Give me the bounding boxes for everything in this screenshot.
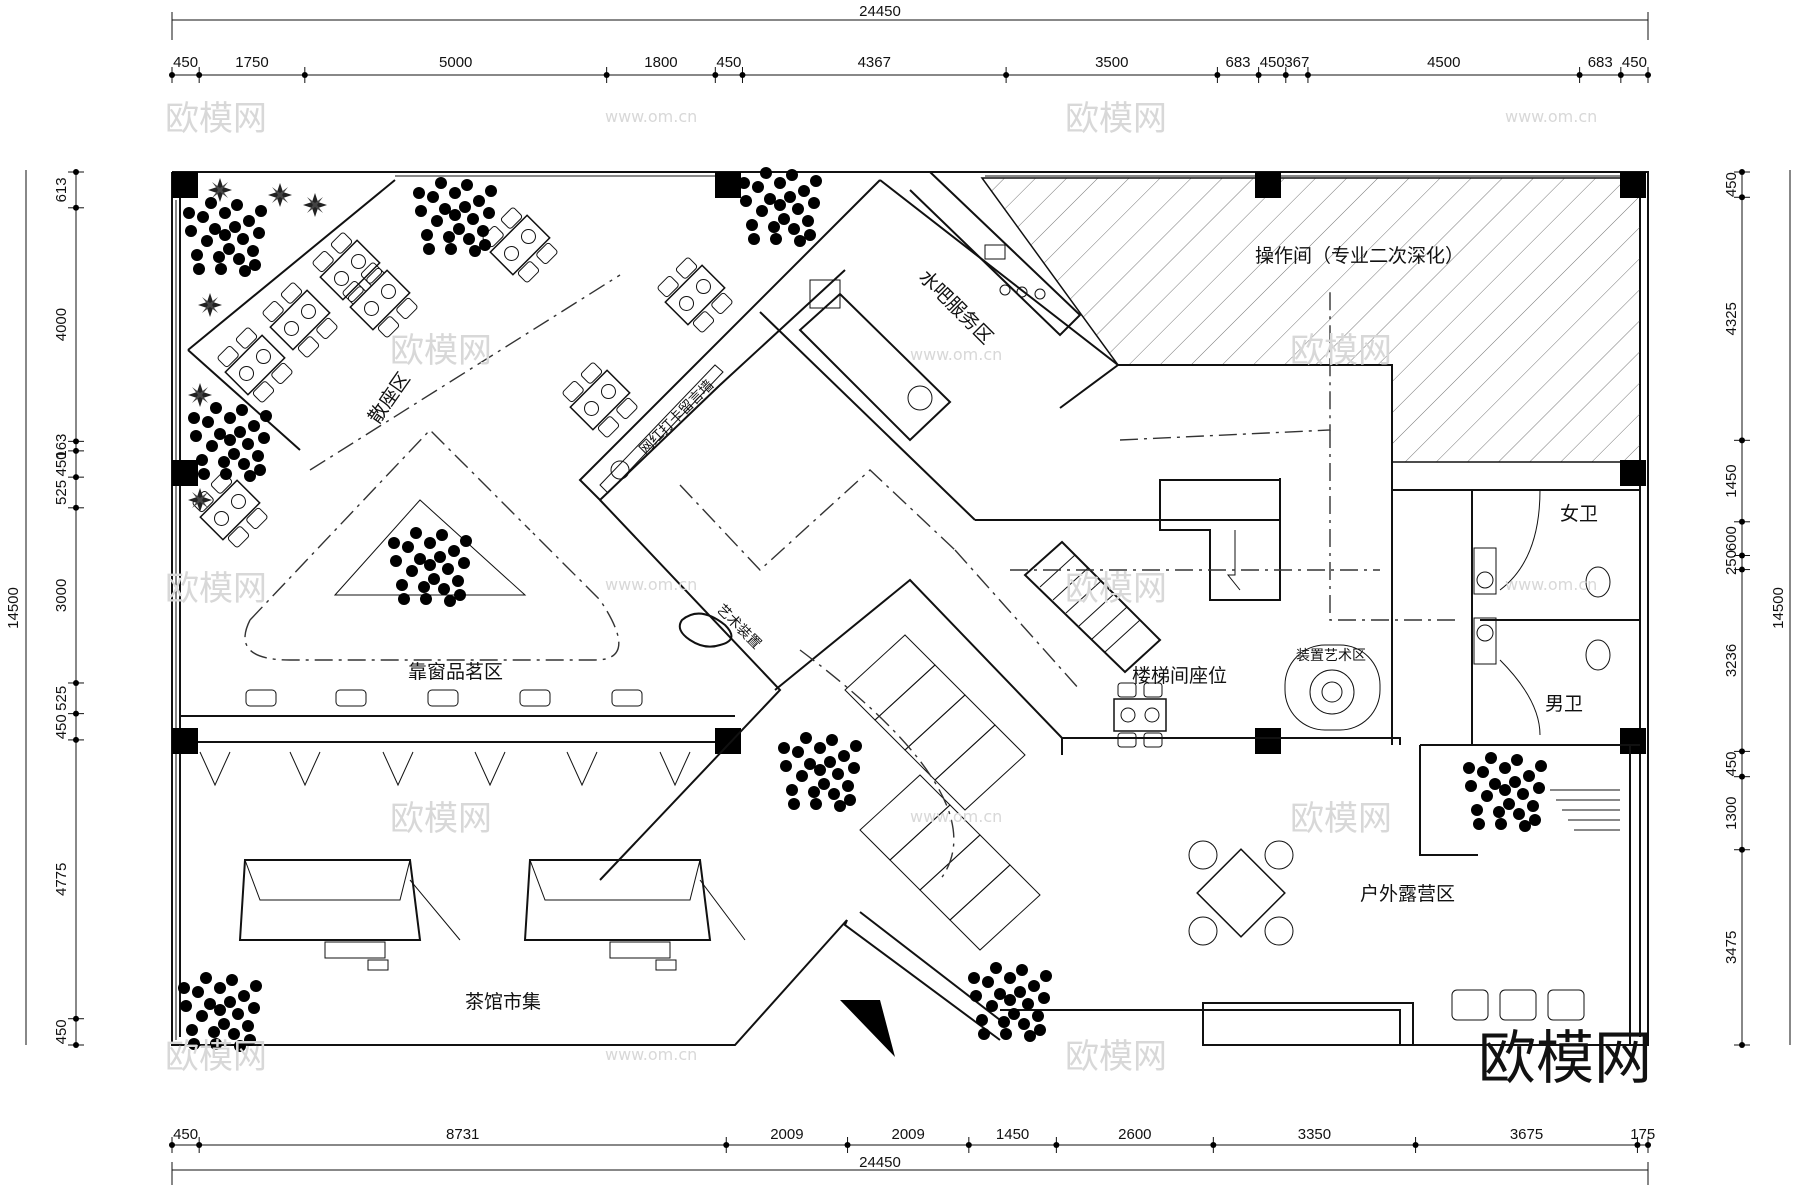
label-operation-room: 操作间（专业二次深化） — [1255, 245, 1464, 267]
dim-right-segment-label: 4325 — [1723, 302, 1740, 335]
dim-right-segment-label: 250 — [1723, 550, 1740, 575]
watermark-text: 欧模网 — [165, 99, 267, 139]
watermark-url: www.om.cn — [605, 575, 697, 594]
watermark-text: 欧模网 — [1290, 799, 1392, 839]
label-scattered-seating: 散座区 — [364, 369, 415, 428]
dim-left-segment-label: 450 — [53, 714, 70, 739]
dim-right-segment-label: 3475 — [1723, 931, 1740, 964]
dim-left-segment-label: 163 — [53, 434, 70, 459]
dim-right-segment-label: 1300 — [1723, 797, 1740, 830]
dim-top-segment-label: 450 — [1260, 54, 1285, 71]
dim-left-total: 14500 — [5, 587, 22, 629]
watermark-url: www.om.cn — [910, 345, 1002, 364]
dim-left-segment-label: 525 — [53, 480, 70, 505]
label-mens-restroom: 男卫 — [1545, 693, 1583, 715]
dim-top-total: 24450 — [859, 3, 901, 20]
dim-top-segment-label: 5000 — [439, 54, 472, 71]
dim-right-segment-label: 3236 — [1723, 644, 1740, 677]
watermark-text: 欧模网 — [1065, 569, 1167, 609]
dim-bottom-segment-label: 1450 — [996, 1126, 1029, 1143]
outdoor-table-set — [1188, 840, 1585, 1021]
label-outdoor-camping: 户外露营区 — [1360, 883, 1455, 905]
dim-bottom-segment-label: 450 — [173, 1126, 198, 1143]
window-bar-stools — [199, 689, 691, 787]
watermark-url: www.om.cn — [605, 1045, 697, 1064]
dim-left-segment-label: 525 — [53, 686, 70, 711]
operation-room-area — [980, 177, 1641, 463]
dining-sets — [188, 203, 1167, 748]
dim-bottom-segment-label: 2009 — [770, 1126, 803, 1143]
dim-top-segment-label: 450 — [173, 54, 198, 71]
watermark-url: www.om.cn — [910, 807, 1002, 826]
dim-top-segment-label: 4500 — [1427, 54, 1460, 71]
restrooms — [1473, 489, 1611, 736]
label-womens-restroom: 女卫 — [1560, 503, 1598, 525]
dim-left-segment-label: 4775 — [53, 863, 70, 896]
art-installation-feature — [1284, 644, 1381, 731]
watermark-text: 欧模网 — [1065, 99, 1167, 139]
dim-bottom-segment-label: 3350 — [1298, 1126, 1331, 1143]
dim-top-segment-label: 450 — [716, 54, 741, 71]
dim-bottom-segment-label: 2600 — [1118, 1126, 1151, 1143]
entrance-marker — [840, 1000, 895, 1057]
watermark-text: 欧模网 — [1065, 1037, 1167, 1077]
watermark-text: 欧模网 — [165, 569, 267, 609]
tea-market-stalls — [238, 859, 746, 971]
label-teahouse-market: 茶馆市集 — [465, 991, 541, 1013]
label-window-tea: 靠窗品茗区 — [408, 661, 503, 683]
dim-top-segment-label: 3500 — [1095, 54, 1128, 71]
dim-bottom-segment-label: 175 — [1630, 1126, 1655, 1143]
dim-left-segment-label: 613 — [53, 177, 70, 202]
watermark-url: www.om.cn — [605, 107, 697, 126]
dim-bottom-segment-label: 8731 — [446, 1126, 479, 1143]
dim-left-segment-label: 4000 — [53, 308, 70, 341]
dim-top-segment-label: 683 — [1225, 54, 1250, 71]
dim-top-segment-label: 1800 — [644, 54, 677, 71]
dim-bottom-segment-label: 3675 — [1510, 1126, 1543, 1143]
watermark-text: 欧模网 — [390, 331, 492, 371]
outdoor-steps — [1550, 789, 1620, 831]
dim-top-segment-label: 450 — [1622, 54, 1647, 71]
decking — [844, 634, 1041, 951]
inner-walls — [187, 179, 1640, 1046]
dim-top-segment-label: 367 — [1284, 54, 1309, 71]
dim-bottom-total: 24450 — [859, 1154, 901, 1171]
dim-right-segment-label: 450 — [1723, 172, 1740, 197]
dim-left-segment-label: 450 — [53, 451, 70, 476]
watermark-text: 欧模网 — [1290, 331, 1392, 371]
label-art-installation: 装置艺术区 — [1296, 648, 1366, 664]
dim-left-segment-label: 450 — [53, 1019, 70, 1044]
dim-right-segment-label: 600 — [1723, 526, 1740, 551]
checkin-wall-label: 网红打卡留言墙 — [636, 377, 717, 458]
label-water-bar: 水吧服务区 — [914, 266, 997, 349]
dim-right-segment-label: 1450 — [1723, 464, 1740, 497]
dimension-bottom: 24450 450 8731 2009 2009 1450 2600 3350 3675 175 — [169, 1126, 1655, 1185]
watermark-brand-large: 欧模网 — [1478, 1024, 1652, 1092]
dim-top-segment-label: 683 — [1588, 54, 1613, 71]
bar-counter — [798, 171, 1082, 442]
watermark-url: www.om.cn — [1505, 107, 1597, 126]
art-piece-object — [678, 612, 733, 648]
dim-top-segment-label: 4367 — [858, 54, 891, 71]
window-lines — [175, 175, 1620, 1040]
dim-right-total: 14500 — [1770, 587, 1787, 629]
circulation-paths — [244, 274, 1455, 881]
dim-right-segment-label: 450 — [1723, 752, 1740, 777]
structural-columns — [172, 172, 1646, 754]
dim-top-segment-label: 1750 — [235, 54, 268, 71]
watermarks: 欧模网 www.om.cn 欧模网 www.om.cn 欧模网 www.om.c… — [165, 99, 1652, 1092]
dim-left-segment-label: 3000 — [53, 579, 70, 612]
dim-bottom-segment-label: 2009 — [892, 1126, 925, 1143]
watermark-url: www.om.cn — [1505, 575, 1597, 594]
watermark-text: 欧模网 — [390, 799, 492, 839]
watermark-text: 欧模网 — [165, 1037, 267, 1077]
label-stair-seating: 楼梯间座位 — [1132, 665, 1227, 687]
staircase — [1023, 479, 1281, 674]
